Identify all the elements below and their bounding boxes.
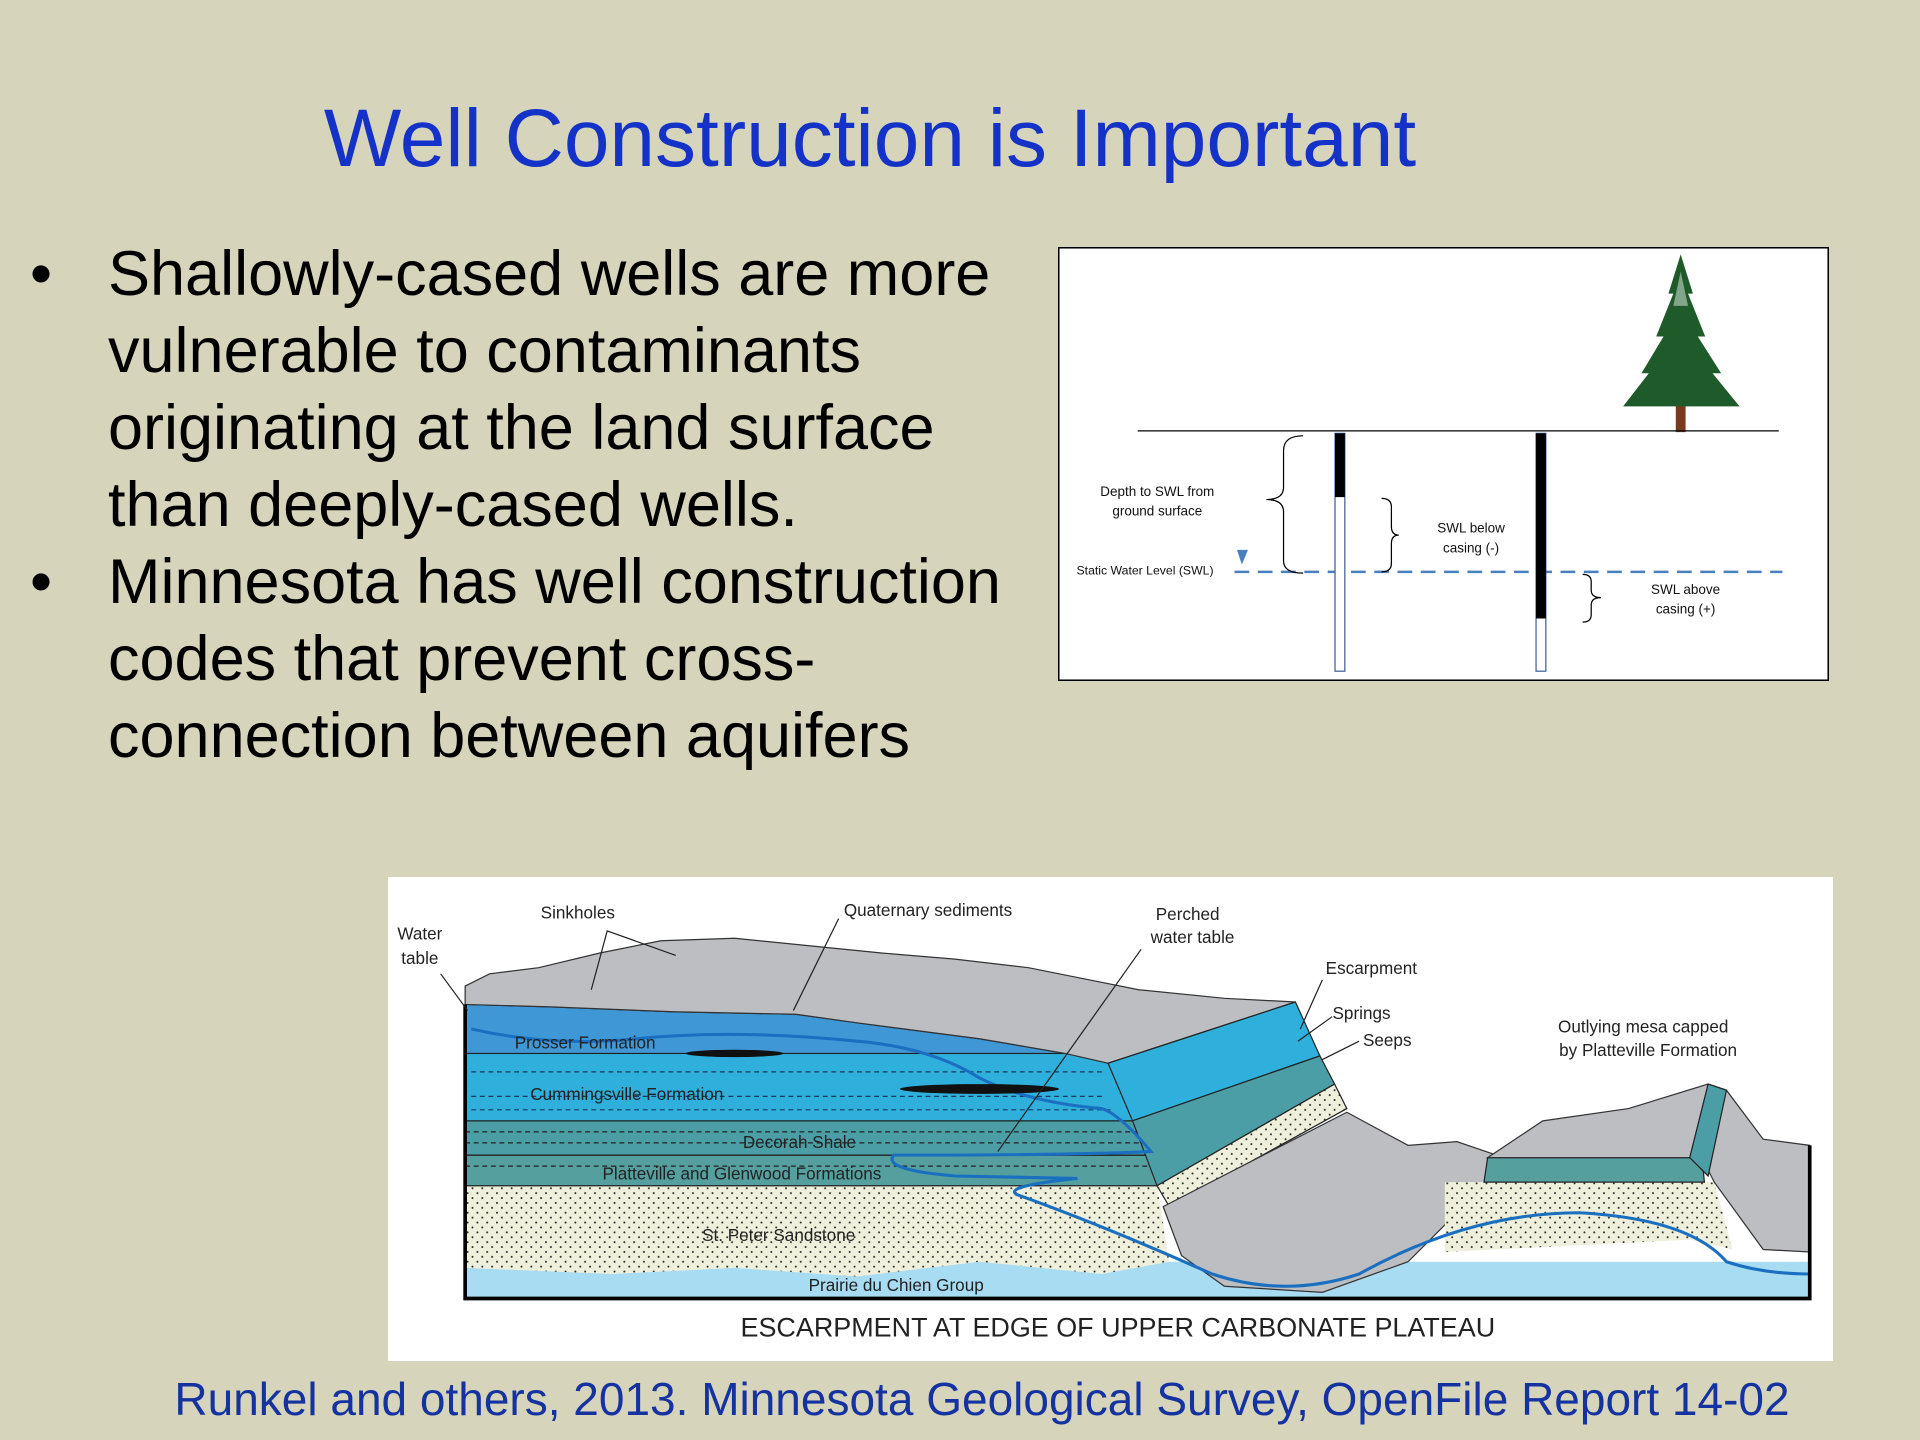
label-seeps: Seeps [1363, 1030, 1412, 1050]
water-table-line [470, 1027, 1810, 1288]
tree-icon [1623, 254, 1740, 433]
label-st-peter: St. Peter Sandstone [702, 1225, 855, 1245]
diagram-frame [463, 1004, 1812, 1301]
bullet-item: • Minnesota has well construction codes t… [30, 544, 1040, 775]
label-water-table: table [401, 948, 438, 968]
label-decorah: Decorah Shale [743, 1132, 856, 1152]
label-sinkholes: Sinkholes [541, 903, 615, 923]
label-water-table: Water [397, 923, 442, 943]
above-casing-bracket [1582, 573, 1602, 623]
label-mesa: Outlying mesa capped [1558, 1017, 1728, 1037]
bullet-list: • Shallowly-cased wells are more vulnerab… [30, 236, 1040, 775]
citation: Runkel and others, 2013. Minnesota Geolo… [174, 1373, 1790, 1425]
below-casing-label: casing (-) [1443, 540, 1499, 555]
shallow-well [1334, 432, 1346, 672]
mesa-sand-layer [1444, 1182, 1733, 1252]
well-casing-diagram: Depth to SWL from ground surface Static … [1058, 247, 1829, 681]
depth-label: ground surface [1112, 503, 1202, 518]
bullet-marker: • [30, 547, 53, 617]
diagram-frame [1058, 247, 1829, 681]
escarpment-cross-section: Water table Sinkholes Quaternary sedimen… [388, 877, 1833, 1361]
quaternary-sediments-layer [464, 937, 1296, 1064]
label-escarpment: Escarpment [1326, 958, 1418, 978]
label-prairie-du-chien: Prairie du Chien Group [809, 1275, 984, 1295]
bullet-text: Minnesota has well construction codes th… [108, 547, 1001, 771]
below-casing-label: SWL below [1437, 521, 1505, 536]
label-prosser: Prosser Formation [515, 1033, 656, 1053]
label-platteville: Platteville and Glenwood Formations [602, 1164, 881, 1184]
outlying-mesa [1485, 1083, 1811, 1253]
label-cummingsville: Cummingsville Formation [530, 1084, 723, 1104]
above-casing-label: casing (+) [1656, 602, 1716, 617]
escarpment-sand-band [1156, 1083, 1348, 1208]
bullet-marker: • [30, 239, 53, 309]
depth-bracket [1266, 435, 1304, 574]
diagram-caption: ESCARPMENT AT EDGE OF UPPER CARBONATE PL… [741, 1312, 1496, 1342]
mesa-platteville-layer [1483, 1156, 1706, 1183]
above-casing-label: SWL above [1651, 582, 1720, 597]
below-casing-bracket [1381, 497, 1399, 573]
deep-well [1535, 432, 1547, 672]
bullet-text: Shallowly-cased wells are more vulnerabl… [108, 239, 991, 540]
label-mesa: by Platteville Formation [1559, 1040, 1737, 1060]
label-quaternary: Quaternary sediments [844, 900, 1012, 920]
swl-label: Static Water Level (SWL) [1077, 563, 1214, 577]
depth-label: Depth to SWL from [1100, 484, 1214, 499]
water-level-triangle-icon [1236, 549, 1248, 565]
slide-title: Well Construction is Important [323, 93, 1417, 184]
label-perched: water table [1150, 927, 1235, 947]
st-peter-sandstone-layer [465, 1185, 1170, 1277]
label-perched: Perched [1156, 904, 1220, 924]
label-springs: Springs [1333, 1003, 1391, 1023]
bullet-item: • Shallowly-cased wells are more vulnerab… [30, 236, 1040, 544]
